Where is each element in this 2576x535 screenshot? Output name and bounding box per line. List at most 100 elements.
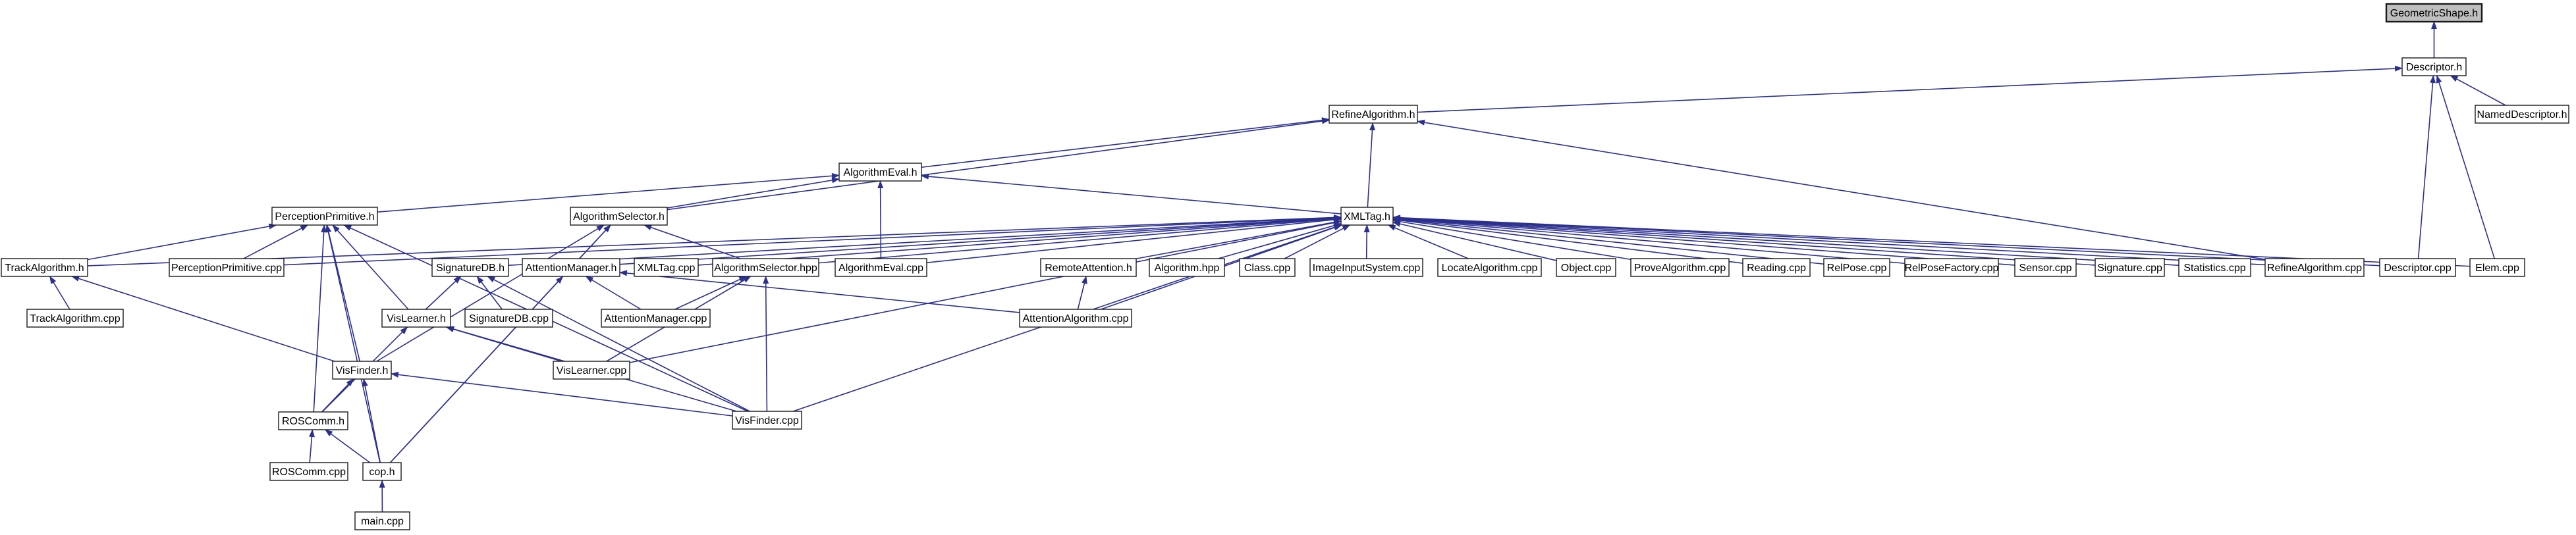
node-signature-cpp[interactable]: Signature.cpp [2095,258,2165,277]
node-box[interactable] [2385,3,2483,23]
node-algorithmselector-h[interactable]: AlgorithmSelector.h [570,207,668,226]
node-box[interactable] [2401,57,2467,76]
node-algorithmeval-cpp[interactable]: AlgorithmEval.cpp [835,258,927,277]
node-box[interactable] [522,258,620,277]
node-descriptor-cpp[interactable]: Descriptor.cpp [2379,258,2456,277]
node-xmltag-cpp[interactable]: XMLTag.cpp [634,258,699,277]
node-locatealgorithm-cpp[interactable]: LocateAlgorithm.cpp [1437,258,1542,277]
node-box[interactable] [2178,258,2251,277]
node-visfinder-h[interactable]: VisFinder.h [332,361,392,380]
node-box[interactable] [269,462,348,481]
node-box[interactable] [1340,207,1394,226]
include-edge-statistics-cpp-to-xmltag-h [1392,215,2179,266]
node-box[interactable] [1309,258,1423,277]
node-relpose-cpp[interactable]: RelPose.cpp [1823,258,1890,277]
node-box[interactable] [362,462,402,481]
include-edge-algorithmselector-h-to-refinealgorithm-h [667,118,1330,211]
node-box[interactable] [2475,105,2569,124]
node-box[interactable] [2469,258,2525,277]
node-box[interactable] [2264,258,2365,277]
node-perceptionprimitive-cpp[interactable]: PerceptionPrimitive.cpp [169,258,285,277]
node-box[interactable] [332,361,392,380]
node-reading-cpp[interactable]: Reading.cpp [1742,258,1811,277]
node-relposefactory-cpp[interactable]: RelPoseFactory.cpp [1904,258,1999,277]
include-edge-refinealgorithm-cpp-to-xmltag-h [1392,215,2266,266]
node-layer: GeometricShape.hDescriptor.hNamedDescrip… [1,3,2569,530]
node-box[interactable] [1329,105,1418,124]
node-box[interactable] [838,163,922,182]
node-vislearner-cpp[interactable]: VisLearner.cpp [553,361,630,380]
node-box[interactable] [2014,258,2077,277]
node-nameddescriptor-h[interactable]: NamedDescriptor.h [2475,105,2569,124]
node-box[interactable] [634,258,699,277]
node-box[interactable] [271,207,378,226]
node-algorithm-hpp[interactable]: Algorithm.hpp [1149,258,1225,277]
node-attentionmanager-h[interactable]: AttentionManager.h [522,258,620,277]
node-box[interactable] [570,207,668,226]
include-edge-cop-h-to-roscomm-h [325,429,371,463]
node-refinealgorithm-h[interactable]: RefineAlgorithm.h [1329,105,1418,124]
node-box[interactable] [1823,258,1890,277]
node-remoteattention-h[interactable]: RemoteAttention.h [1040,258,1137,277]
node-box[interactable] [1149,258,1225,277]
node-box[interactable] [1239,258,1296,277]
node-box[interactable] [1019,309,1132,328]
edge-layer [49,21,2506,513]
node-box[interactable] [1630,258,1730,277]
node-algorithmselector-hpp[interactable]: AlgorithmSelector.hpp [712,258,819,277]
include-edge-signaturedb-cpp-to-signaturedb-h [476,276,503,310]
node-class-cpp[interactable]: Class.cpp [1239,258,1296,277]
node-box[interactable] [431,258,509,277]
node-box[interactable] [1556,258,1616,277]
node-box[interactable] [2095,258,2165,277]
node-box[interactable] [1742,258,1811,277]
node-cop-h[interactable]: cop.h [362,462,402,481]
include-edge-attentionmanager-cpp-to-algorithmselector-hpp [674,276,748,310]
node-attentionmanager-cpp[interactable]: AttentionManager.cpp [601,309,711,328]
node-visfinder-cpp[interactable]: VisFinder.cpp [732,411,802,430]
node-box[interactable] [732,411,802,430]
node-box[interactable] [354,511,410,530]
node-xmltag-h[interactable]: XMLTag.h [1340,207,1394,226]
node-box[interactable] [381,309,451,328]
node-roscomm-cpp[interactable]: ROSComm.cpp [269,462,348,481]
node-box[interactable] [835,258,927,277]
node-box[interactable] [1,258,88,277]
include-edge-object-cpp-to-xmltag-h [1392,220,1557,261]
node-perceptionprimitive-h[interactable]: PerceptionPrimitive.h [271,207,378,226]
include-edge-attentionalgorithm-cpp-to-attentionmanager-h [619,270,1020,313]
node-refinealgorithm-cpp[interactable]: RefineAlgorithm.cpp [2264,258,2365,277]
node-elem-cpp[interactable]: Elem.cpp [2469,258,2525,277]
include-edge-elem-cpp-to-xmltag-h [1392,215,2471,267]
node-box[interactable] [1437,258,1542,277]
node-box[interactable] [464,309,553,328]
node-signaturedb-h[interactable]: SignatureDB.h [431,258,509,277]
node-attentionalgorithm-cpp[interactable]: AttentionAlgorithm.cpp [1019,309,1132,328]
node-box[interactable] [1040,258,1137,277]
node-box[interactable] [712,258,819,277]
node-imageinputsystem-cpp[interactable]: ImageInputSystem.cpp [1309,258,1423,277]
include-edge-perceptionprimitive-cpp-to-perceptionprimitive-h [243,224,309,259]
include-edge-refinealgorithm-h-to-descriptor-h [1417,65,2403,113]
node-trackalgorithm-cpp[interactable]: TrackAlgorithm.cpp [26,309,124,328]
node-box[interactable] [601,309,711,328]
node-algorithmeval-h[interactable]: AlgorithmEval.h [838,163,922,182]
node-statistics-cpp[interactable]: Statistics.cpp [2178,258,2251,277]
node-sensor-cpp[interactable]: Sensor.cpp [2014,258,2077,277]
node-descriptor-h[interactable]: Descriptor.h [2401,57,2467,76]
node-roscomm-h[interactable]: ROSComm.h [278,411,348,430]
node-box[interactable] [553,361,630,380]
node-box[interactable] [2379,258,2456,277]
include-edge-perceptionprimitive-h-to-algorithmeval-h [377,172,840,213]
node-box[interactable] [26,309,124,328]
node-object-cpp[interactable]: Object.cpp [1556,258,1616,277]
node-provealgorithm-cpp[interactable]: ProveAlgorithm.cpp [1630,258,1730,277]
node-geometricshape-h[interactable]: GeometricShape.h [2385,3,2483,23]
node-trackalgorithm-h[interactable]: TrackAlgorithm.h [1,258,88,277]
node-box[interactable] [278,411,348,430]
node-main-cpp[interactable]: main.cpp [354,511,410,530]
node-signaturedb-cpp[interactable]: SignatureDB.cpp [464,309,553,328]
node-vislearner-h[interactable]: VisLearner.h [381,309,451,328]
node-box[interactable] [1904,258,1999,277]
node-box[interactable] [169,258,285,277]
